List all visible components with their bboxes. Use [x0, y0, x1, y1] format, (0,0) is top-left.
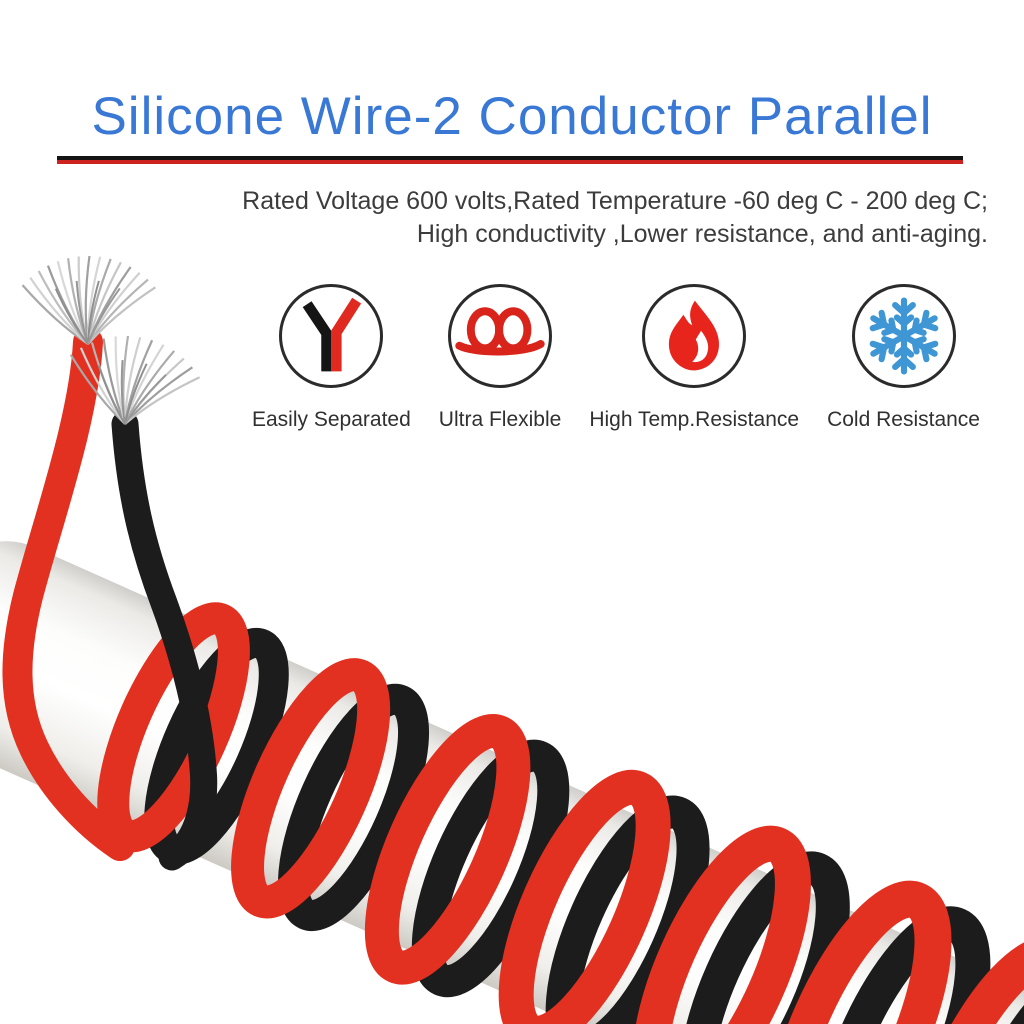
feature-ultra-flexible: Ultra Flexible: [438, 284, 562, 432]
feature-label: Easily Separated: [252, 408, 411, 431]
black-wrap-ring: [278, 683, 430, 932]
feature-label: Cold Resistance: [827, 408, 980, 431]
flame-icon: [669, 300, 720, 371]
subtitle: Rated Voltage 600 volts,Rated Temperatur…: [242, 185, 988, 251]
red-wrap-ring: [231, 658, 391, 919]
feature-high-temp: High Temp.Resistance: [589, 284, 799, 432]
feature-circle: [279, 284, 384, 388]
wire-split-y-icon: [303, 297, 362, 372]
feature-label: Ultra Flexible: [438, 408, 562, 431]
red-wrap-ring: [364, 714, 531, 985]
feature-circle: [448, 284, 553, 388]
divider-black-bar: [57, 156, 963, 160]
black-wire: [111, 410, 218, 871]
feature-easily-separated: Easily Separated: [252, 284, 411, 432]
subtitle-line-2: High conductivity ,Lower resistance, and…: [416, 220, 988, 248]
divider-red-bar: [57, 160, 963, 164]
coiled-wire-icon: [455, 307, 545, 356]
feature-circle: [851, 284, 956, 388]
feature-list: Easily Separated Ultra Flexible: [252, 284, 980, 432]
black-wrap-ring: [812, 906, 991, 1024]
feature-circle: [642, 284, 747, 388]
red-wrap-ring: [498, 769, 671, 1024]
red-wire: [2, 327, 135, 861]
red-wrap-ring: [632, 825, 811, 1024]
wire-wraps: [97, 602, 1024, 1024]
red-wrap-ring: [765, 880, 952, 1024]
red-wire-stripped-strands: [18, 254, 157, 348]
snowflake-icon: [858, 290, 950, 382]
feature-label: High Temp.Resistance: [589, 408, 800, 431]
subtitle-line-1: Rated Voltage 600 volts,Rated Temperatur…: [242, 187, 988, 215]
feature-cold-resistance: Cold Resistance: [827, 284, 980, 432]
page-title: Silicone Wire-2 Conductor Parallel: [91, 87, 933, 146]
divider: [57, 156, 963, 164]
tube-and-wraps: [0, 541, 1024, 1024]
